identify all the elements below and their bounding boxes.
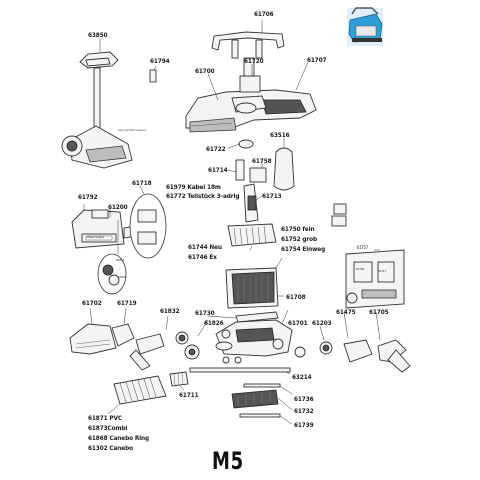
part-61794 bbox=[149, 65, 157, 83]
part-label: 61871 PVC bbox=[88, 414, 122, 422]
part-63516 bbox=[273, 138, 295, 191]
part-label: 61756 bbox=[356, 267, 365, 271]
part-label: 61854 bbox=[116, 258, 125, 262]
part-label: 61746 Ex bbox=[188, 253, 217, 261]
part-61717 bbox=[331, 203, 347, 227]
wheel-61826 bbox=[175, 319, 209, 360]
part-label: 61758 bbox=[252, 157, 272, 165]
brush-roller bbox=[107, 375, 167, 415]
part-label: 61702 bbox=[82, 299, 102, 307]
part-label: 61722 bbox=[206, 145, 226, 153]
part-label: 61792 bbox=[78, 193, 98, 201]
side-panel-61757 bbox=[345, 249, 405, 309]
inset-61718 bbox=[129, 185, 167, 259]
part-label: 61711 bbox=[179, 391, 199, 399]
part-label: 61302 Canebo bbox=[88, 444, 133, 452]
part-label: 61475 bbox=[336, 308, 356, 316]
part-label: 61730 bbox=[195, 309, 215, 317]
part-label: 61757 bbox=[357, 245, 368, 250]
part-label: 61700 bbox=[195, 67, 215, 75]
inset-61854 bbox=[97, 208, 127, 295]
part-label: 61718 bbox=[132, 179, 152, 187]
part-label: 61744 Neu bbox=[188, 243, 222, 251]
handle-61706 bbox=[211, 20, 285, 59]
part-label: 63214 bbox=[292, 373, 312, 381]
axle-63214 bbox=[189, 356, 291, 375]
bracket-61719 bbox=[111, 307, 135, 347]
part-label: 61705 bbox=[369, 308, 389, 316]
part-label: 61717 bbox=[378, 269, 387, 273]
part-label: 61707 bbox=[307, 56, 327, 64]
brush-strips bbox=[231, 383, 293, 425]
part-label: 61200 bbox=[108, 203, 128, 211]
filter-basket bbox=[225, 257, 284, 309]
part-label: 61868 Canebo Ring bbox=[88, 434, 150, 442]
part-label: 63850 bbox=[88, 31, 108, 39]
part-label: 63516 bbox=[270, 131, 290, 139]
part-61722 bbox=[227, 139, 254, 149]
strip-61730 bbox=[207, 311, 279, 323]
part-label: 61754 Einweg bbox=[281, 245, 326, 253]
part-label: 61752 grob bbox=[281, 235, 318, 243]
robot-product-photo bbox=[347, 7, 383, 46]
part-label: 61772 Teilstück 3-adrig bbox=[166, 192, 240, 200]
part-label: 61739 bbox=[294, 421, 314, 429]
trolley-note: siehe Notwitz b keinen bbox=[118, 128, 147, 132]
part-label: 61714 bbox=[208, 166, 228, 174]
part-label: 61713 bbox=[262, 192, 282, 200]
model-title: M5 bbox=[212, 447, 244, 475]
part-label: 61826 bbox=[204, 319, 224, 327]
top-cover-61700 bbox=[185, 57, 317, 133]
side-panel-61702 bbox=[69, 307, 117, 355]
roller-61711 bbox=[169, 371, 189, 391]
part-label: 61873Combi bbox=[88, 424, 128, 432]
part-label: 61856 bbox=[118, 275, 127, 279]
right-drive-parts bbox=[294, 311, 411, 373]
part-label: 61701 bbox=[288, 319, 308, 327]
power-supply-label: Power Supply bbox=[87, 235, 105, 239]
part-61832 bbox=[129, 315, 169, 371]
motor-assembly bbox=[227, 159, 267, 223]
motor-block-61744 bbox=[227, 223, 277, 251]
part-label: 61832 bbox=[160, 307, 180, 315]
part-label: 61794 bbox=[150, 57, 170, 65]
part-label: 61736 bbox=[294, 395, 314, 403]
part-label: 61719 bbox=[117, 299, 137, 307]
part-label: 61750 fein bbox=[281, 225, 315, 233]
part-label: 61720 bbox=[244, 57, 264, 65]
part-label: 61732 bbox=[294, 407, 314, 415]
part-label: 61708 bbox=[286, 293, 306, 301]
chassis-61701 bbox=[215, 309, 293, 357]
power-supply-61792 bbox=[71, 204, 137, 249]
trolley-63850 bbox=[61, 38, 133, 169]
part-label: 61979 Kabel 18m bbox=[166, 183, 221, 191]
part-label: 61203 bbox=[312, 319, 332, 327]
part-label: 61706 bbox=[254, 10, 274, 18]
